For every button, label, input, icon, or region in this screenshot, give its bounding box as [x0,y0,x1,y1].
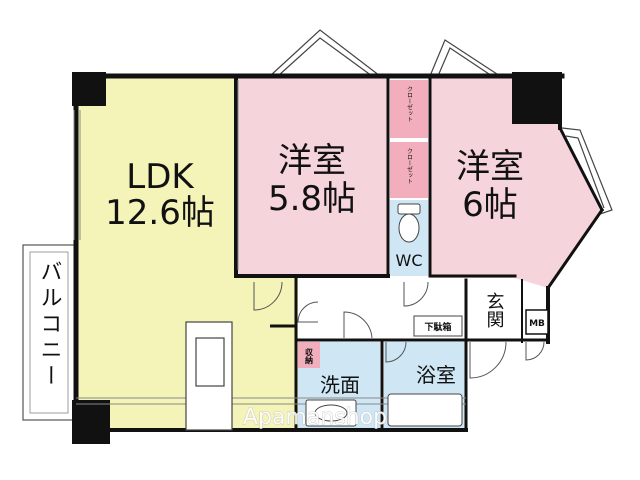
closet-1 [390,80,428,138]
ldk-size: 12.6帖 [105,193,215,233]
balcony: バルコニー [22,244,76,421]
bathroom-label: 浴室 [416,363,456,387]
wc-label: WC [396,251,423,270]
pillar-bottom-left [72,400,110,444]
western-room-2-floor [430,78,600,288]
western-room-2-size: 6帖 [462,185,518,225]
washbasin [305,399,357,427]
western-room-2-name: 洋室 [456,147,524,187]
closet-2 [390,142,428,198]
mb-box: MB [525,309,549,335]
bay-window-2 [429,39,501,77]
bay-window-1 [269,29,381,77]
shoe-box-label: 下駄箱 [424,321,451,333]
closet-2-label: クローゼット [406,148,413,184]
entrance-floor [466,280,522,340]
balcony-label: バルコニー [37,260,62,390]
ldk-lower-floor [236,278,298,430]
pillar-top-left [72,72,106,106]
kitchen-counter [185,321,233,431]
storage-floor [298,342,320,368]
western-room-1-floor [238,78,388,276]
toilet [397,203,421,243]
ldk-name: LDK [126,157,195,197]
walls [73,73,605,432]
doors [253,281,545,379]
pillar-top-right [512,72,562,124]
washroom-label: 洗面 [320,373,360,397]
mb-label: MB [529,319,545,329]
storage-label: 収納 [304,347,314,365]
watermark: Apamanshop [243,405,387,430]
bathtub [387,393,463,427]
western-room-1-name: 洋室 [278,141,346,181]
entrance-label: 玄関 [484,292,505,328]
closet-1-label: クローゼット [406,86,413,122]
western-room-1-size: 5.8帖 [268,179,356,219]
shoe-box: 下駄箱 [413,315,463,337]
bay-window-3 [561,127,613,215]
